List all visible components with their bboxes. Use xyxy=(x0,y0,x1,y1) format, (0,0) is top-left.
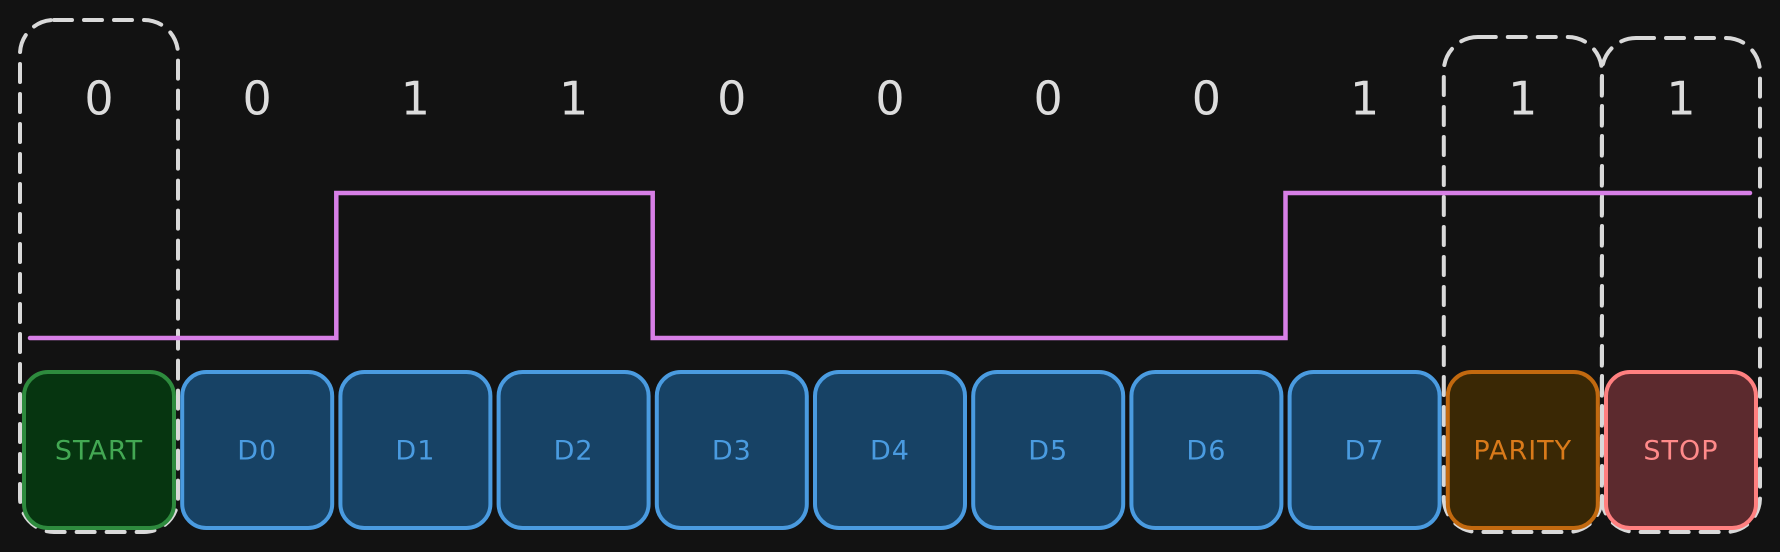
cell-d4: D4 xyxy=(813,370,967,530)
cell-parity: PARITY xyxy=(1445,370,1600,530)
cell-box xyxy=(22,370,176,530)
bit-group-outlines xyxy=(18,18,1762,534)
cell-label: D1 xyxy=(395,436,435,467)
group-outline-start xyxy=(18,18,180,534)
cell-box xyxy=(971,370,1126,530)
cell-box xyxy=(1604,370,1758,530)
group-outline-parity xyxy=(1441,35,1604,534)
cell-start: START xyxy=(22,370,176,530)
bit-value: 0 xyxy=(243,72,272,126)
cell-label: D6 xyxy=(1186,436,1226,467)
cell-d0: D0 xyxy=(180,370,335,530)
cell-d3: D3 xyxy=(654,370,809,530)
bit-value: 1 xyxy=(559,72,588,126)
cell-box xyxy=(1129,370,1284,530)
bit-values: 0 0 1 1 0 0 0 0 1 1 1 xyxy=(84,72,1695,126)
cell-label: D3 xyxy=(712,436,752,467)
cell-box xyxy=(496,370,651,530)
cell-label: STOP xyxy=(1643,436,1718,467)
cell-box xyxy=(1287,370,1442,530)
cell-label: PARITY xyxy=(1473,436,1572,467)
bit-value: 0 xyxy=(875,72,904,126)
cell-box xyxy=(1445,370,1600,530)
frame-cells: START D0 D1 D2 D3 D4 D5 D6 D7 PARITY STOP xyxy=(22,370,1758,530)
cell-label: D4 xyxy=(870,436,910,467)
cell-box xyxy=(654,370,809,530)
cell-label: START xyxy=(55,436,143,467)
cell-box xyxy=(813,370,967,530)
bit-value: 0 xyxy=(717,72,746,126)
cell-label: D7 xyxy=(1345,436,1385,467)
bit-value: 0 xyxy=(1034,72,1063,126)
cell-box xyxy=(338,370,493,530)
cell-d5: D5 xyxy=(971,370,1126,530)
bit-value: 0 xyxy=(1192,72,1221,126)
group-outline-stop xyxy=(1600,36,1762,534)
cell-label: D2 xyxy=(554,436,594,467)
bit-value: 1 xyxy=(1666,72,1695,126)
cell-box xyxy=(180,370,335,530)
cell-label: D5 xyxy=(1028,436,1068,467)
cell-d1: D1 xyxy=(338,370,493,530)
cell-d2: D2 xyxy=(496,370,651,530)
cell-d6: D6 xyxy=(1129,370,1284,530)
bit-value: 0 xyxy=(84,72,113,126)
bit-value: 1 xyxy=(1350,72,1379,126)
cell-label: D0 xyxy=(237,436,277,467)
bit-value: 1 xyxy=(401,72,430,126)
bit-value: 1 xyxy=(1508,72,1537,126)
cell-d7: D7 xyxy=(1287,370,1442,530)
signal-waveform xyxy=(27,190,1753,341)
cell-stop: STOP xyxy=(1604,370,1758,530)
